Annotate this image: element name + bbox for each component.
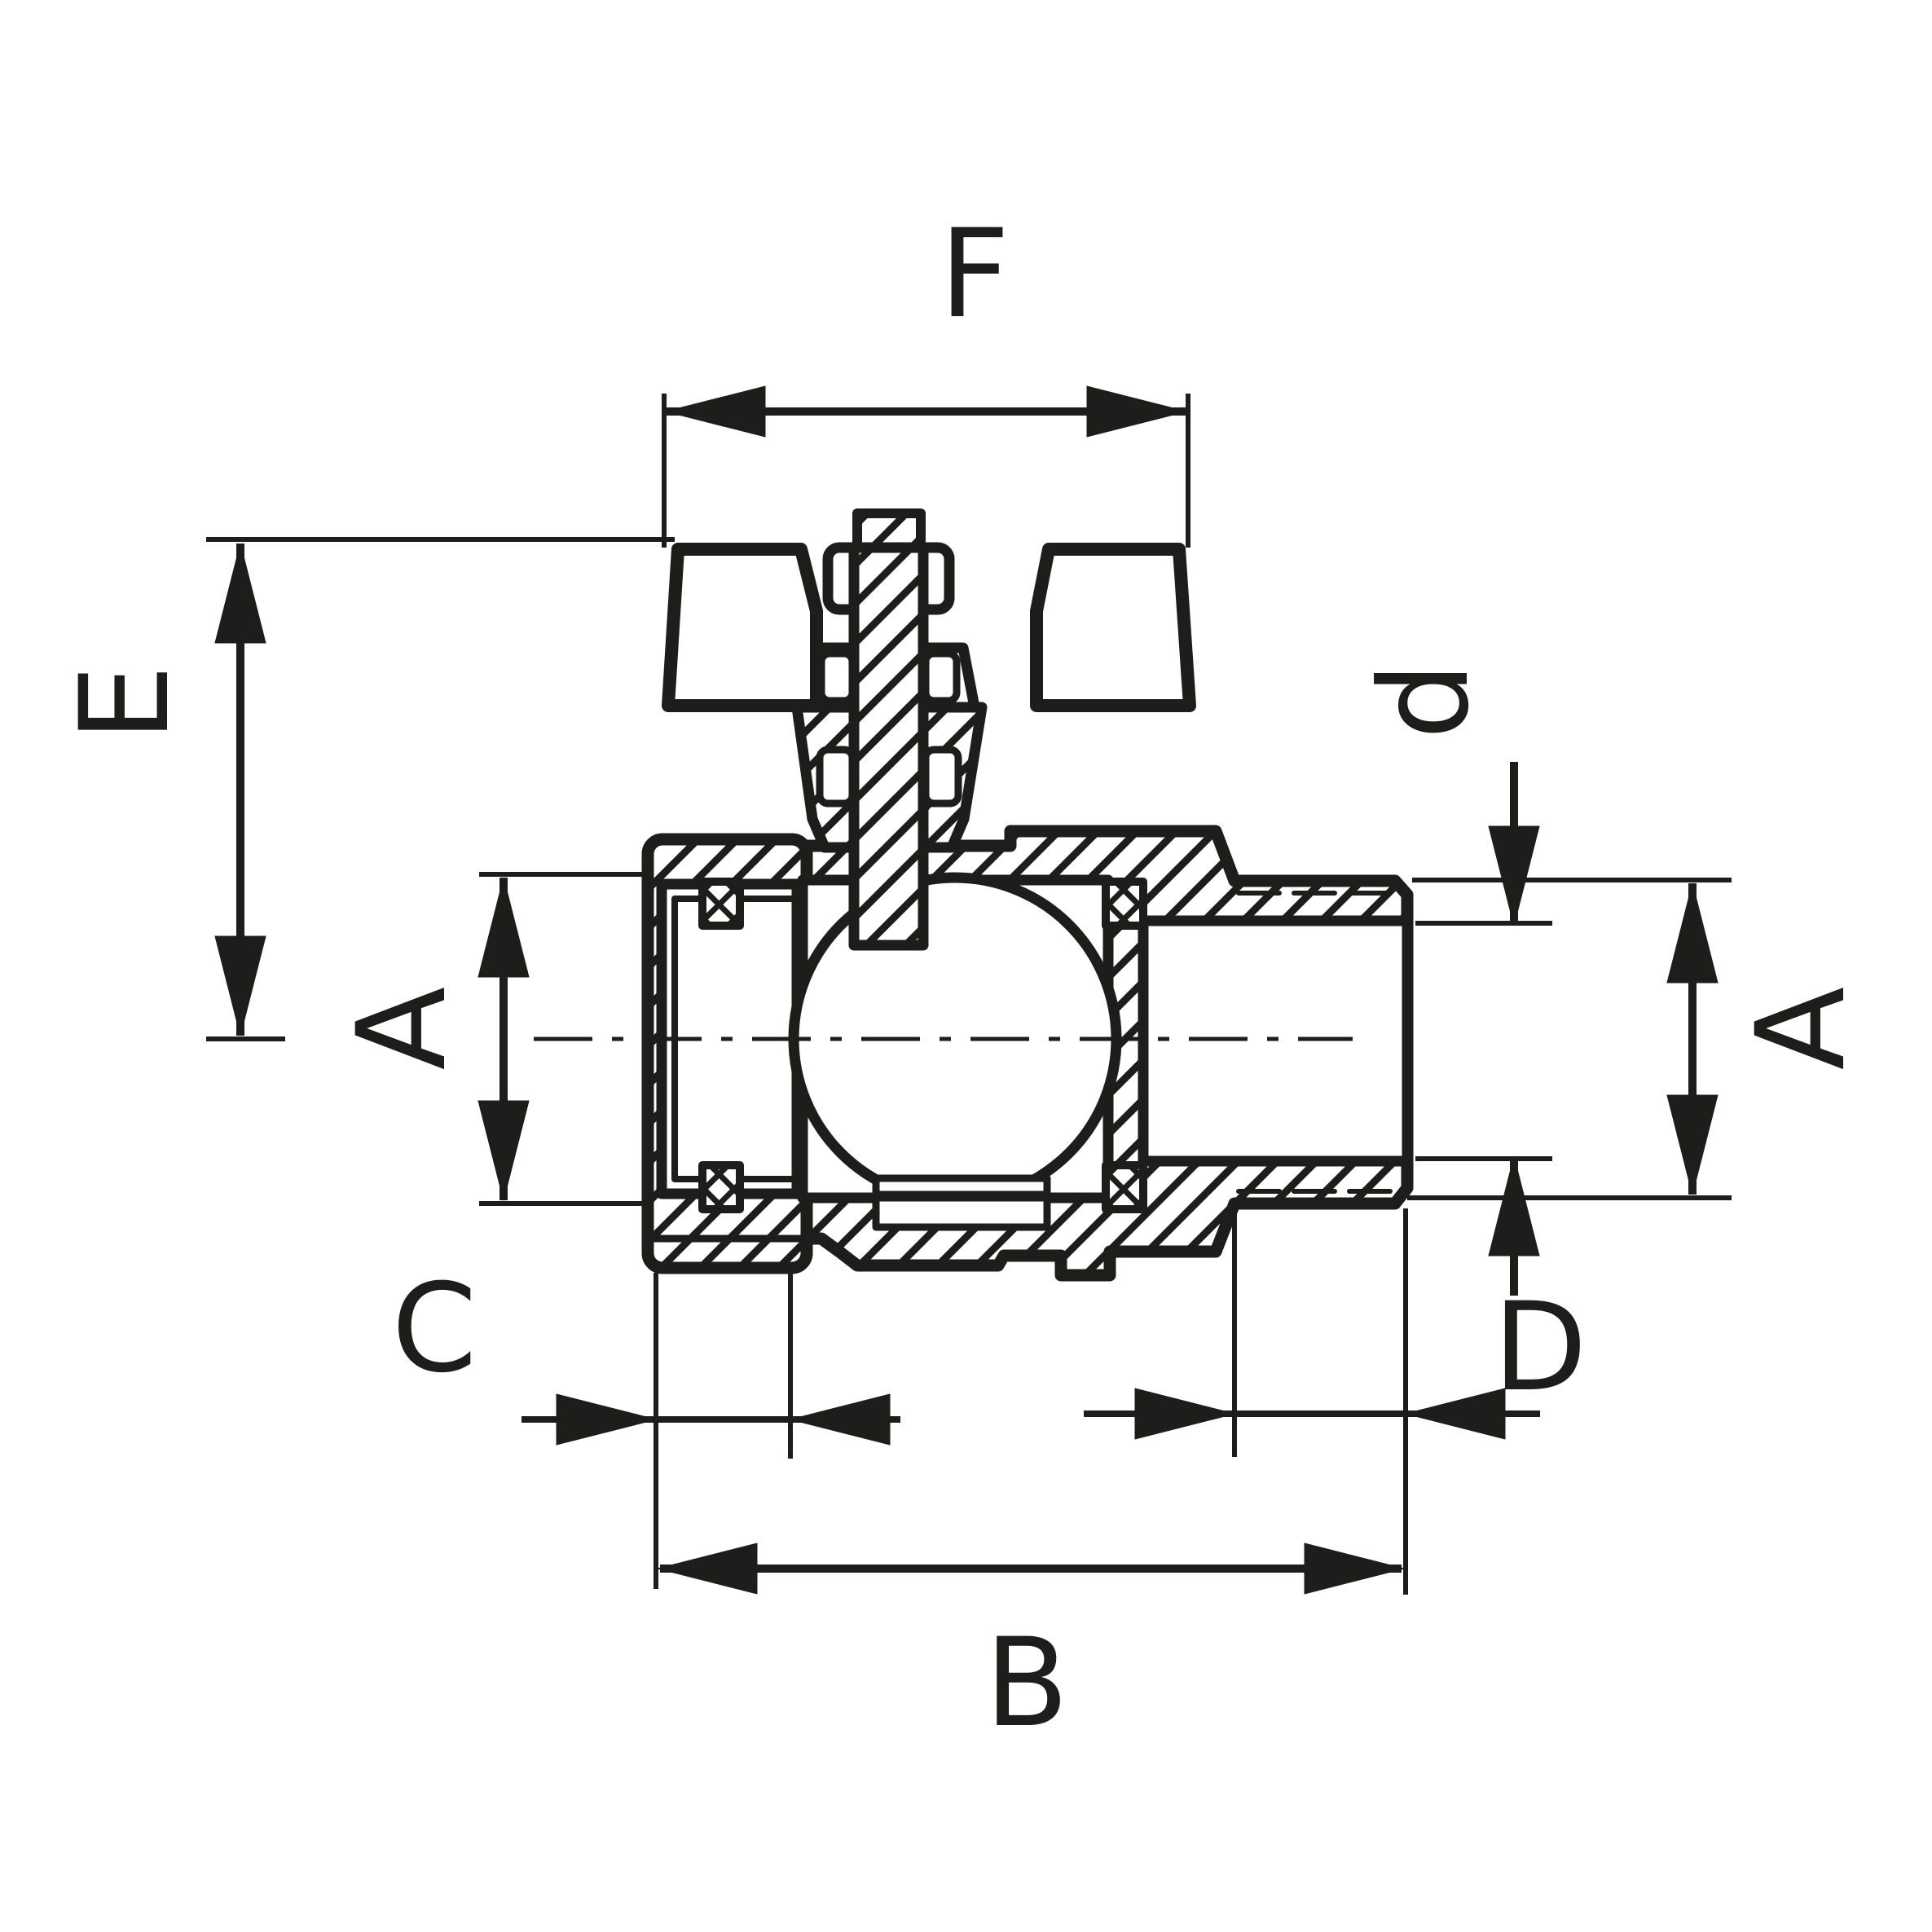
seat-seal-bottom-left xyxy=(698,1161,744,1213)
gland-notch-left xyxy=(817,649,856,705)
handle-right-wing xyxy=(1030,543,1196,712)
label-D: D xyxy=(1493,1277,1587,1419)
dimension-labels: F E A A d C D B xyxy=(55,204,1873,1754)
seat-retainer-lower xyxy=(872,1194,1051,1231)
dimension-B xyxy=(657,1543,1405,1595)
valve-body-group xyxy=(641,825,1414,1282)
dimension-D xyxy=(1084,1208,1540,1595)
dimension-d xyxy=(1415,762,1552,1296)
label-d: d xyxy=(1354,662,1496,739)
seat-seal-bottom-right xyxy=(1102,1161,1147,1213)
gland-notch-right xyxy=(922,649,961,705)
dimension-A-left xyxy=(477,872,645,1206)
dimensions xyxy=(206,385,1732,1595)
label-B: B xyxy=(985,1613,1069,1754)
handle-left-wing xyxy=(662,543,823,712)
seat-seal-top-right xyxy=(1102,878,1147,930)
label-F: F xyxy=(940,204,1010,345)
seat-retainer-upper xyxy=(872,1174,1051,1199)
dimension-E xyxy=(206,537,675,1041)
handle-group xyxy=(662,508,1196,951)
dimension-F xyxy=(662,385,1190,548)
label-E: E xyxy=(55,665,196,742)
gland-notch-left-lower xyxy=(816,746,856,808)
valve-stem xyxy=(848,542,929,951)
label-A-right: A xyxy=(1731,987,1873,1071)
valve-ball xyxy=(788,872,1122,1206)
label-C: C xyxy=(392,1258,477,1400)
gland-notch-right-lower xyxy=(922,746,962,808)
dimension-A-right xyxy=(1407,878,1732,1200)
seat-seal-top-left xyxy=(698,878,744,930)
label-A-left: A xyxy=(332,987,473,1071)
dimension-C xyxy=(522,1263,900,1589)
